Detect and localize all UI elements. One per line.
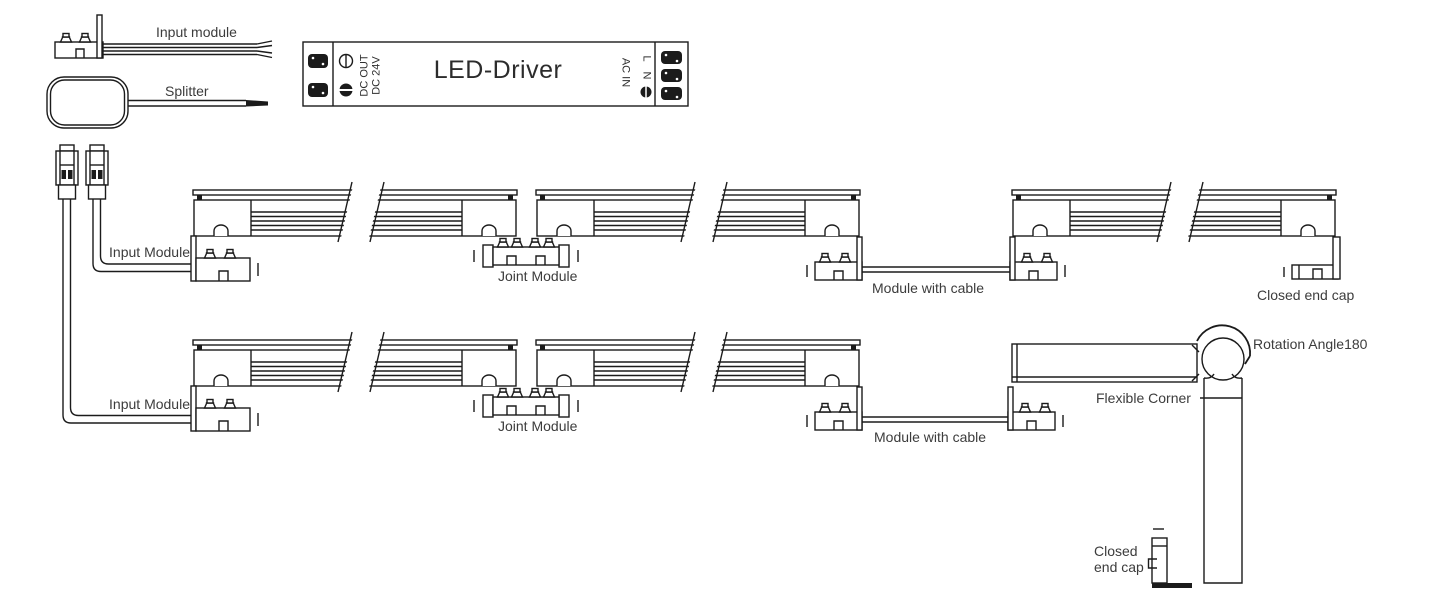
run2-input-module-label: Input Module	[109, 396, 190, 412]
closed-end-cap-drawing	[1283, 236, 1341, 280]
run2-closed-end-cap-label-line1: Closed	[1094, 543, 1138, 559]
led-driver-drawing	[302, 41, 689, 107]
top-input-module-wires	[103, 40, 273, 59]
run1-module-with-cable-label: Module with cable	[872, 280, 985, 296]
run1-input-module-label: Input Module	[109, 244, 190, 260]
input-module-drawing	[191, 386, 258, 431]
rotation-arrow-icon	[1196, 324, 1251, 365]
top-input-module-label: Input module	[156, 24, 237, 40]
rotation-angle-label: Rotation Angle180	[1253, 336, 1368, 352]
led-bar	[535, 331, 861, 393]
run2-drawing	[191, 324, 1251, 588]
input-module-drawing	[191, 236, 258, 281]
top-input-module-drawing	[55, 15, 273, 59]
run1-drawing	[191, 181, 1341, 281]
flexible-corner-drawing	[1011, 324, 1251, 584]
joint-module-drawing	[474, 239, 578, 268]
plug-connector-2	[85, 144, 109, 200]
led-bar	[535, 181, 861, 243]
plug-connector-1	[55, 144, 79, 200]
run2-closed-end-cap-label-line2: end cap	[1094, 559, 1144, 575]
ground-icon	[640, 86, 652, 98]
run2-joint-module-label: Joint Module	[498, 418, 578, 434]
ac-terminals	[661, 51, 682, 100]
led-bar	[192, 331, 518, 393]
run1-closed-end-cap-label: Closed end cap	[1257, 287, 1355, 303]
polarity-minus-icon	[339, 83, 353, 97]
run2-module-with-cable-label: Module with cable	[874, 429, 987, 445]
joint-module-drawing	[474, 389, 578, 418]
closed-end-cap-2-drawing	[1147, 528, 1192, 588]
neutral-terminal-label: N	[640, 71, 653, 80]
led-bar	[1011, 181, 1337, 243]
module-with-cable-drawing	[807, 387, 1063, 430]
run1-joint-module-label: Joint Module	[498, 268, 578, 284]
led-bar	[192, 181, 518, 243]
module-with-cable-drawing	[807, 237, 1065, 280]
ac-in-label: AC IN	[619, 57, 632, 88]
run2-closed-end-cap-label: Closed end cap	[1094, 543, 1144, 575]
splitter-label: Splitter	[165, 83, 209, 99]
dc-terminals	[308, 54, 328, 97]
feed-wire-run2	[62, 199, 191, 424]
line-terminal-label: L	[640, 55, 653, 62]
feed-wire-run1	[92, 199, 191, 273]
polarity-plus-icon	[338, 53, 354, 69]
dc-24v-label: DC 24V	[370, 56, 383, 95]
flexible-corner-label: Flexible Corner	[1096, 390, 1191, 406]
splitter-drawing	[46, 76, 268, 129]
led-driver-title: LED-Driver	[433, 56, 563, 84]
rotation-ball-joint	[1201, 337, 1245, 381]
